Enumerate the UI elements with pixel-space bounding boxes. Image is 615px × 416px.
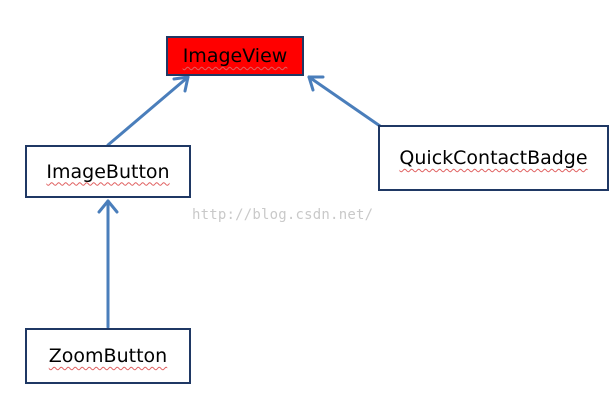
arrowhead-imageview-right: [307, 75, 325, 92]
node-imagebutton-label: ImageButton: [46, 160, 170, 183]
node-imageview: ImageView: [166, 36, 304, 76]
watermark-text: http://blog.csdn.net/: [192, 207, 374, 223]
edge-quickcontactbadge-to-imageview: [307, 75, 382, 128]
edge-imagebutton-to-imageview: [106, 75, 190, 147]
arrowhead-imageview-left: [172, 75, 190, 93]
arrowhead-imagebutton: [97, 199, 119, 214]
node-quickcontactbadge: QuickContactBadge: [378, 125, 609, 191]
node-quickcontactbadge-label: QuickContactBadge: [399, 147, 588, 169]
node-imageview-label: ImageView: [182, 45, 288, 67]
node-zoombutton-label: ZoomButton: [48, 345, 168, 367]
node-zoombutton: ZoomButton: [25, 328, 191, 384]
node-imagebutton: ImageButton: [25, 145, 191, 198]
